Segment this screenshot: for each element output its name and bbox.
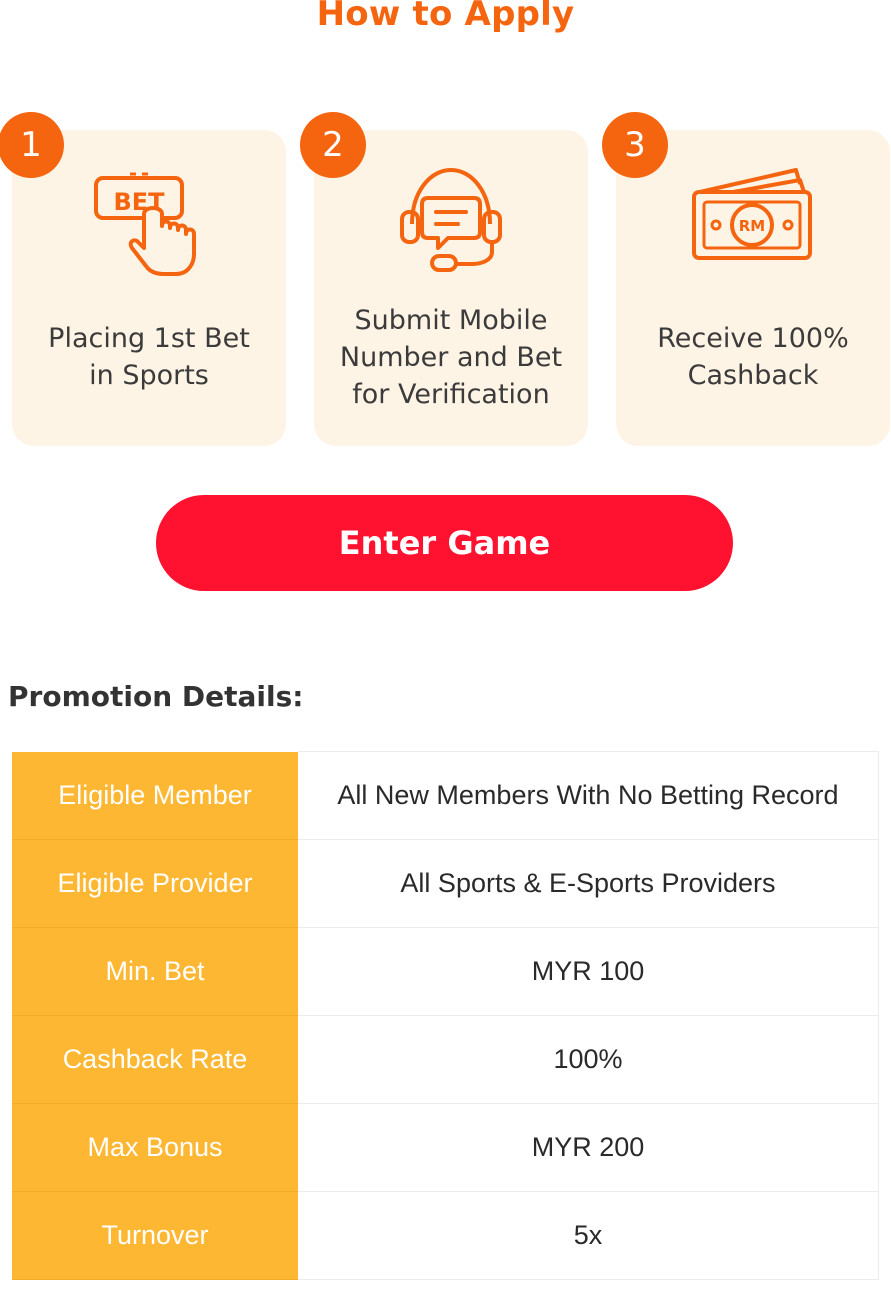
- table-row: Eligible Member All New Members With No …: [12, 751, 879, 840]
- detail-value: 100%: [298, 1015, 879, 1104]
- detail-label: Eligible Member: [12, 751, 298, 840]
- detail-value: 5x: [298, 1191, 879, 1280]
- detail-value: All Sports & E-Sports Providers: [298, 839, 879, 928]
- table-row: Max Bonus MYR 200: [12, 1103, 879, 1192]
- rm-icon-label: RM: [739, 217, 765, 235]
- enter-game-button[interactable]: Enter Game: [156, 495, 733, 591]
- detail-label: Max Bonus: [12, 1103, 298, 1192]
- promotion-details-title: Promotion Details:: [8, 680, 304, 713]
- detail-value: MYR 100: [298, 927, 879, 1016]
- detail-label: Eligible Provider: [12, 839, 298, 928]
- page-title: How to Apply: [316, 0, 575, 34]
- detail-value: MYR 200: [298, 1103, 879, 1192]
- step-label-2: Submit Mobile Number and Bet for Verific…: [339, 305, 563, 410]
- step-number-badge: 1: [0, 112, 64, 178]
- table-row: Turnover 5x: [12, 1191, 879, 1280]
- step-label-3: Receive 100% Cashback: [657, 323, 849, 391]
- step-number-badge: 2: [300, 112, 366, 178]
- step-card-1: 1 BET Placing 1st Bet in Sports: [0, 112, 286, 446]
- table-row: Min. Bet MYR 100: [12, 927, 879, 1016]
- step-label-1: Placing 1st Bet in Sports: [48, 323, 250, 391]
- detail-label: Cashback Rate: [12, 1015, 298, 1104]
- detail-label: Turnover: [12, 1191, 298, 1280]
- table-row: Eligible Provider All Sports & E-Sports …: [12, 839, 879, 928]
- headset-chat-icon: [314, 162, 588, 292]
- promotion-details-table: Eligible Member All New Members With No …: [12, 751, 879, 1280]
- detail-label: Min. Bet: [12, 927, 298, 1016]
- step-card-2: 2 Submit Mobile Number and Bet for Verif…: [300, 112, 588, 446]
- cash-stack-icon: RM: [616, 162, 890, 292]
- step-number-badge: 3: [602, 112, 668, 178]
- steps-section: 1 BET Placing 1st Bet in Sports 2: [0, 0, 891, 460]
- table-row: Cashback Rate 100%: [12, 1015, 879, 1104]
- step-card-3: 3 RM Receive 100% Cashback: [602, 112, 890, 446]
- bet-tap-icon: BET: [12, 162, 286, 292]
- detail-value: All New Members With No Betting Record: [298, 751, 879, 840]
